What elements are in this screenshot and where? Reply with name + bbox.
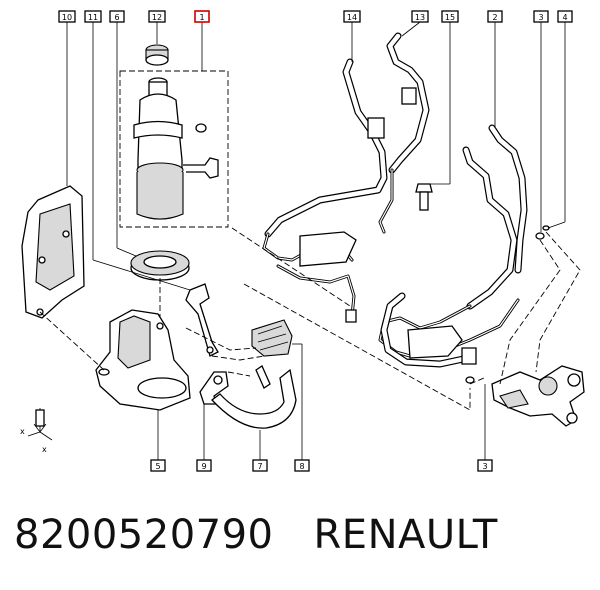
callout-9: 9	[196, 459, 212, 472]
callout-13: 13	[411, 10, 429, 23]
svg-text:3: 3	[482, 462, 487, 471]
callout-15: 15	[441, 10, 459, 23]
callout-3-bottom: 3	[477, 459, 493, 472]
svg-text:14: 14	[347, 13, 357, 22]
reservoir-support	[95, 309, 191, 411]
rubber-ring	[130, 250, 190, 281]
exploded-parts-diagram: x x	[20, 10, 585, 472]
svg-text:15: 15	[445, 13, 455, 22]
callout-7: 7	[252, 459, 268, 472]
svg-text:3: 3	[538, 13, 543, 22]
mounting-bracket	[21, 185, 85, 319]
reservoir-cap	[145, 44, 169, 66]
svg-text:13: 13	[415, 13, 425, 22]
callout-14: 14	[343, 10, 361, 23]
reservoir-group-box	[119, 70, 229, 228]
svg-text:6: 6	[114, 13, 119, 22]
svg-text:4: 4	[562, 13, 567, 22]
steering-valve	[491, 365, 585, 427]
callout-3-top: 3	[533, 10, 549, 23]
callout-10: 10	[58, 10, 76, 23]
callout-12: 12	[148, 10, 166, 23]
axis-letter-x: x	[20, 427, 25, 436]
callout-2: 2	[487, 10, 503, 23]
o-ring-lower	[465, 376, 475, 384]
callout-5: 5	[150, 459, 166, 472]
hose-clip	[199, 371, 229, 405]
callout-8: 8	[294, 459, 310, 472]
rubber-pad	[251, 319, 293, 357]
svg-text:12: 12	[152, 13, 162, 22]
svg-text:2: 2	[492, 13, 497, 22]
banjo-bolt	[415, 183, 433, 211]
pipe-assembly-upper	[262, 32, 430, 323]
callout-6: 6	[109, 10, 125, 23]
svg-text:11: 11	[88, 13, 98, 22]
axis-symbol: x x	[20, 408, 53, 454]
svg-text:10: 10	[62, 13, 72, 22]
assembly-lines	[39, 227, 581, 411]
footer-caption: 8200520790 RENAULT	[14, 512, 498, 558]
o-ring-upper	[535, 232, 545, 240]
pipe-assembly-lower	[378, 124, 528, 368]
axis-letter-x2: x	[42, 445, 47, 454]
callout-1: 1	[194, 10, 210, 23]
retaining-strap	[211, 365, 297, 429]
svg-text:1: 1	[199, 13, 204, 22]
svg-text:5: 5	[155, 462, 160, 471]
part-number: 8200520790	[14, 512, 274, 558]
svg-text:8: 8	[299, 462, 304, 471]
brand-name: RENAULT	[313, 512, 498, 558]
leader-lines	[66, 21, 566, 460]
callout-4: 4	[557, 10, 573, 23]
svg-text:9: 9	[201, 462, 206, 471]
svg-text:7: 7	[257, 462, 262, 471]
fluid-reservoir	[133, 77, 219, 220]
callout-11: 11	[84, 10, 102, 23]
link-arm	[185, 283, 219, 357]
